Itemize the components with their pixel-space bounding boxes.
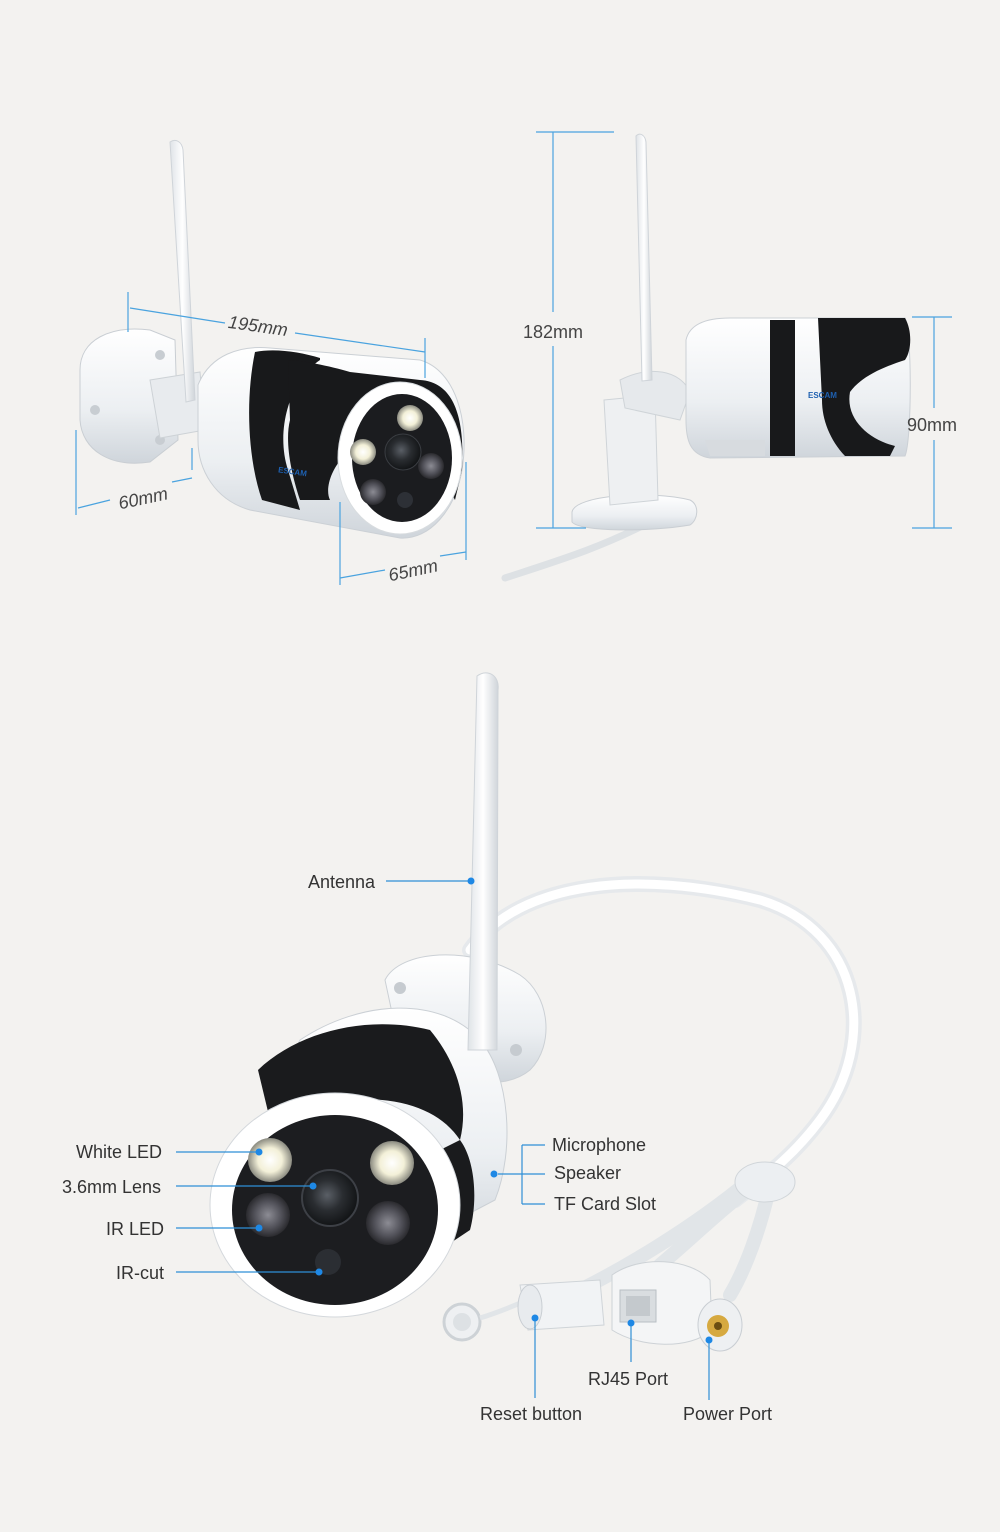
dim-lens-diameter-label: 65mm: [387, 555, 440, 585]
callout-ir-led: IR LED: [106, 1219, 164, 1239]
ir-led-left: [246, 1193, 290, 1237]
dim-length-label: 195mm: [227, 312, 289, 340]
callout-tf-card-slot: TF Card Slot: [554, 1194, 656, 1214]
camera-lens: [301, 1169, 359, 1227]
camera-side-view: ESCAM 182mm 90mm: [501, 131, 957, 582]
callout-ir-cut: IR-cut: [116, 1263, 164, 1283]
callouts: Antenna White LED 3.6mm Lens IR LED IR-c…: [62, 872, 772, 1424]
callout-rj45-port: RJ45 Port: [588, 1369, 668, 1389]
dim-body-height-label: 90mm: [907, 415, 957, 435]
callout-power-port: Power Port: [683, 1404, 772, 1424]
dim-depth-label: 60mm: [117, 483, 170, 513]
white-led-top-right: [370, 1141, 414, 1185]
brand-logo-text-side: ESCAM: [808, 391, 837, 400]
callout-lens: 3.6mm Lens: [62, 1177, 161, 1197]
ir-cut-sensor: [315, 1249, 341, 1275]
ir-led-right: [366, 1201, 410, 1245]
camera-front-view: ESCAM 195mm 60mm 65mm: [75, 139, 467, 585]
callout-speaker: Speaker: [554, 1163, 621, 1183]
camera-detail-view: [209, 672, 862, 1352]
brand-logo-text-front: ESCAM: [278, 465, 308, 478]
white-led-top-left: [248, 1138, 292, 1182]
callout-microphone: Microphone: [552, 1135, 646, 1155]
callout-antenna: Antenna: [308, 872, 376, 892]
callout-reset-button: Reset button: [480, 1404, 582, 1424]
callout-white-led: White LED: [76, 1142, 162, 1162]
dim-height-label: 182mm: [523, 322, 583, 342]
